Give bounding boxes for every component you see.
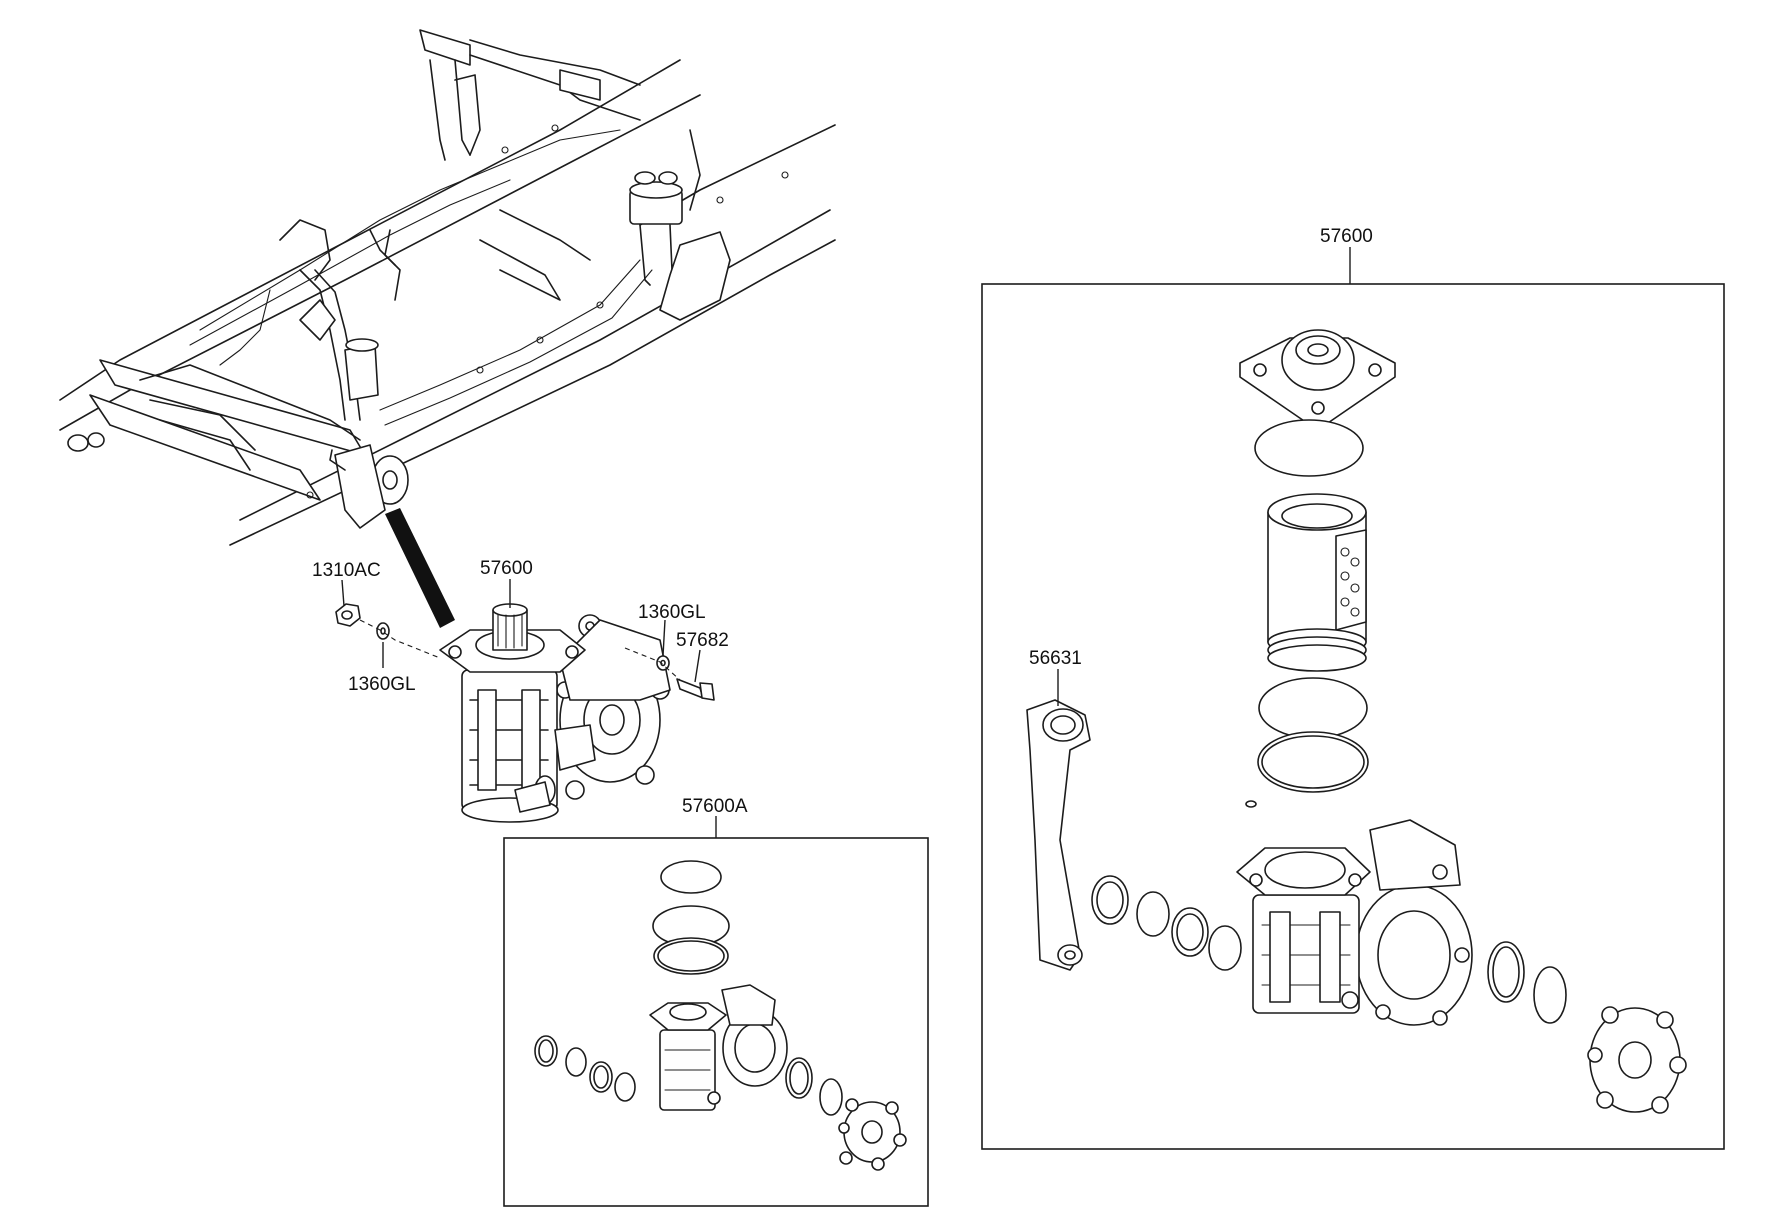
piston-seal-rings-illustration — [1245, 677, 1369, 808]
detail-pointer-arrow — [385, 508, 455, 628]
steering-gear-assembly-illustration — [439, 603, 671, 823]
label-57600-detail: 57600 — [1320, 226, 1373, 247]
pitman-arm-56631-illustration — [1026, 699, 1091, 971]
top-cover-illustration — [1239, 329, 1396, 426]
washer-1360gl-left-illustration — [376, 622, 390, 640]
bolt-57682-illustration — [676, 678, 715, 701]
nut-1310ac-illustration — [335, 603, 361, 627]
gear-housing-illustration — [1236, 819, 1473, 1026]
side-cover-seals-illustration — [1487, 941, 1567, 1024]
label-57600-frame: 57600 — [480, 558, 533, 579]
side-cover-illustration — [1587, 1006, 1687, 1114]
label-1360gl-left: 1360GL — [348, 674, 416, 695]
kit-57600a-cover-illustration — [838, 1098, 907, 1171]
top-seal-ring-illustration — [1254, 419, 1364, 477]
label-56631: 56631 — [1029, 648, 1082, 669]
piston-illustration — [1267, 493, 1367, 672]
kit-57600a-seals-illustration — [534, 860, 843, 1116]
kit-57600a-gear-illustration — [649, 984, 788, 1111]
detail-57600-frame — [981, 283, 1725, 1150]
sector-shaft-seals-illustration — [1091, 875, 1242, 971]
vehicle-frame-illustration — [59, 29, 836, 546]
label-1360gl-right: 1360GL — [638, 602, 706, 623]
label-57682: 57682 — [676, 630, 729, 651]
label-57600a: 57600A — [682, 796, 748, 817]
label-1310ac: 1310AC — [312, 560, 381, 581]
